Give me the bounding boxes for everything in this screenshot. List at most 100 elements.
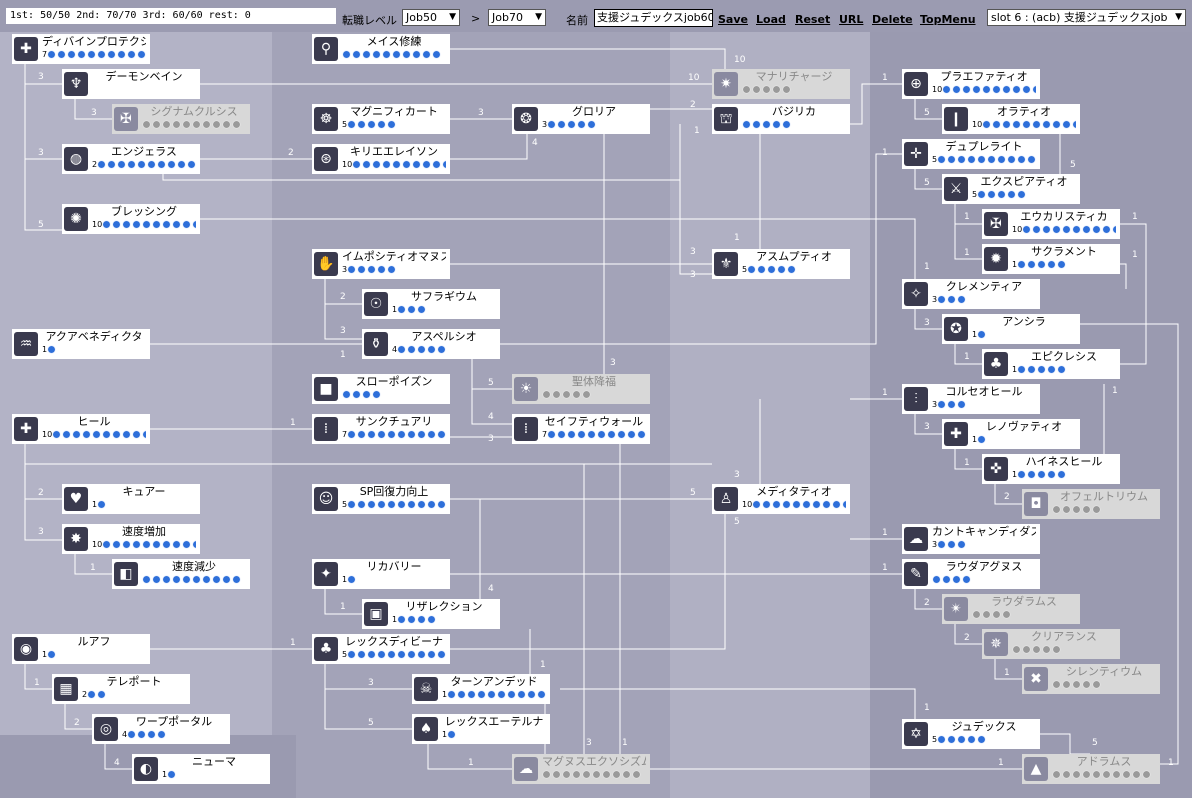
load-link[interactable]: Load — [756, 13, 786, 26]
praefatio-icon[interactable]: ⊕ — [904, 72, 928, 96]
level-dots[interactable] — [752, 500, 846, 510]
delete-link[interactable]: Delete — [872, 13, 913, 26]
wings-icon[interactable]: ❂ — [514, 107, 538, 131]
ramus-icon[interactable]: ✴ — [944, 597, 968, 621]
oratio-icon[interactable]: ❙ — [944, 107, 968, 131]
level-dots[interactable] — [347, 650, 446, 660]
water-icon[interactable]: ♒ — [14, 332, 38, 356]
skill-clearance[interactable]: ✵クリアランス — [982, 629, 1120, 659]
skill-divine-protection[interactable]: ✚ディバインプロテクション7 — [12, 34, 150, 64]
ancilla-icon[interactable]: ✪ — [944, 317, 968, 341]
duple-icon[interactable]: ✛ — [904, 142, 928, 166]
level-dots[interactable] — [1017, 260, 1067, 270]
skill-magnus-exorcismus[interactable]: ☁マグヌスエクソシズム — [512, 754, 650, 784]
level-dots[interactable] — [347, 265, 397, 275]
halo-icon[interactable]: ✺ — [64, 207, 88, 231]
meditatio-icon[interactable]: ♙ — [714, 487, 738, 511]
skill-b-s-sacramenti[interactable]: ☀聖体降福 — [512, 374, 650, 404]
level-dots[interactable] — [742, 120, 792, 130]
undead-icon[interactable]: ☠ — [414, 677, 438, 701]
skill-decrease-agi[interactable]: ◧速度減少 — [112, 559, 250, 589]
recovery2-icon[interactable]: ✦ — [314, 562, 338, 586]
level-dots[interactable] — [97, 500, 107, 510]
mace-icon[interactable]: ⚲ — [314, 37, 338, 61]
level-dots[interactable] — [982, 120, 1076, 130]
level-dots[interactable] — [1017, 365, 1067, 375]
level-dots[interactable] — [542, 390, 592, 400]
level-dots[interactable] — [347, 120, 397, 130]
level-dots[interactable] — [1022, 225, 1116, 235]
level-dots[interactable] — [87, 690, 107, 700]
silentium-icon[interactable]: ✖ — [1024, 667, 1048, 691]
level-dots[interactable] — [932, 575, 972, 585]
level-dots[interactable] — [352, 160, 446, 170]
recovery-icon[interactable]: ☺ — [314, 487, 338, 511]
canto-icon[interactable]: ☁ — [904, 527, 928, 551]
level-dots[interactable] — [47, 650, 57, 660]
level-dots[interactable] — [447, 690, 546, 700]
level-dots[interactable] — [1012, 645, 1062, 655]
agnus-icon[interactable]: ✎ — [904, 562, 928, 586]
adoramus-icon[interactable]: ▲ — [1024, 757, 1048, 781]
clearance-icon[interactable]: ✵ — [984, 632, 1008, 656]
level-dots[interactable] — [447, 730, 457, 740]
judex-icon[interactable]: ✡ — [904, 722, 928, 746]
sacrament-icon[interactable]: ☀ — [514, 377, 538, 401]
wind-icon[interactable]: ◐ — [134, 757, 158, 781]
coluceo-icon[interactable]: ⫶ — [904, 387, 928, 411]
level-dots[interactable] — [747, 265, 797, 275]
skill-laudaagnus[interactable]: ✎ラウダアグヌス — [902, 559, 1040, 589]
teleport-icon[interactable]: ▦ — [54, 677, 78, 701]
level-dots[interactable] — [937, 295, 967, 305]
reset-link[interactable]: Reset — [795, 13, 831, 26]
slot-select[interactable]: slot 6 : (acb) 支援ジュデックスjob▼ — [987, 9, 1186, 26]
tree-icon[interactable]: ♣ — [984, 352, 1008, 376]
sanctuary-icon[interactable]: ⁞ — [314, 417, 338, 441]
level-dots[interactable] — [1017, 470, 1067, 480]
basilica-icon[interactable]: ⛫ — [714, 107, 738, 131]
level-dots[interactable] — [397, 305, 427, 315]
level-dots[interactable] — [977, 190, 1027, 200]
sprinkle-icon[interactable]: ⚱ — [364, 332, 388, 356]
level-dots[interactable] — [397, 345, 447, 355]
wall-icon[interactable]: ⁞ — [514, 417, 538, 441]
heart-cross-icon[interactable]: ✚ — [14, 417, 38, 441]
skill-demon-bane[interactable]: ♆デーモンベイン — [62, 69, 200, 99]
resurrect-icon[interactable]: ▣ — [364, 602, 388, 626]
level-dots[interactable] — [342, 390, 382, 400]
level-dots[interactable] — [347, 500, 446, 510]
highness-icon[interactable]: ✜ — [984, 457, 1008, 481]
level-dots[interactable] — [102, 540, 196, 550]
level-dots[interactable] — [97, 160, 196, 170]
portal-icon[interactable]: ◎ — [94, 717, 118, 741]
level-dots[interactable] — [937, 400, 967, 410]
job-to-select[interactable]: Job70▼ — [488, 9, 546, 26]
